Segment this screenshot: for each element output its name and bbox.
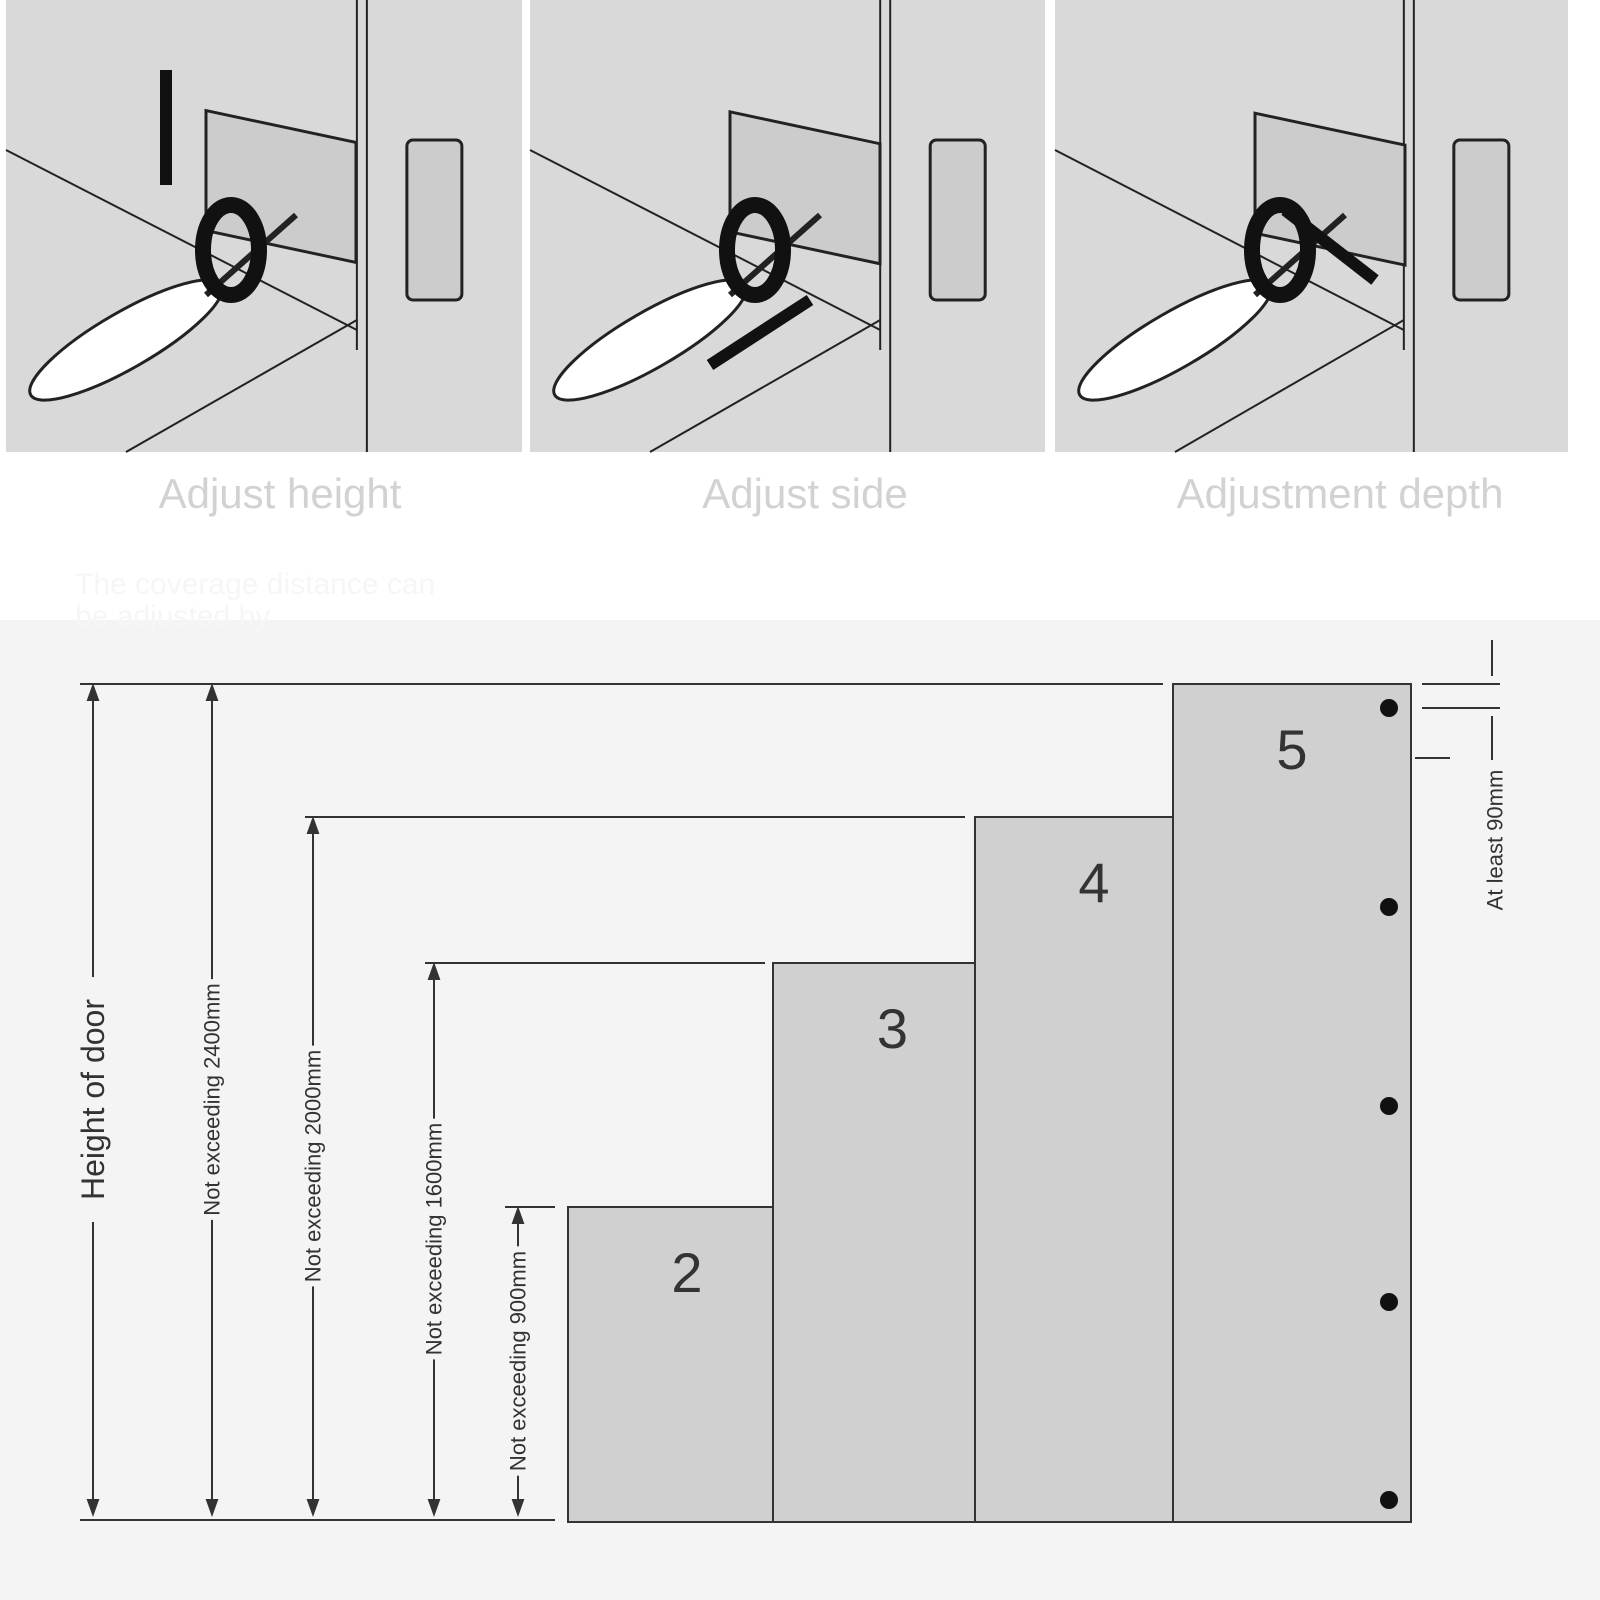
arrow-down-icon [86,1499,100,1517]
label-gap [297,1045,329,1287]
arrow-down-icon [427,1499,441,1517]
coverage-note-line2: be adjusted by [75,600,271,633]
hinge-cup-arm-icon [204,108,358,265]
height-of-door-label: Height of door [75,999,111,1200]
hinge-position-dot [1380,1293,1398,1311]
hinge-count-label: 3 [877,997,908,1060]
hinge-count-label: 2 [671,1241,702,1304]
illustration-panel [5,0,522,453]
coverage-note-line1: The coverage distance can [75,568,436,601]
illustration-panel [1054,0,1568,453]
mounting-plate-icon [928,138,987,302]
door-2-hinges: 2 [567,1206,807,1523]
arrow-up-icon [511,1206,525,1224]
floor-line [125,319,358,453]
illustration-panel [529,0,1045,453]
floor-line [649,319,881,453]
rotate-arrow-icon [719,197,791,303]
rotate-arrow-icon [1244,197,1316,303]
spacing-label: At least 90mm [1483,770,1508,911]
max-height-label: Not exceeding 2000mm [301,1050,326,1282]
hinge-cup-arm-icon [728,110,882,266]
hinge-position-dot [1380,1097,1398,1115]
hinge-position-dot [1380,898,1398,916]
max-height-label: Not exceeding 1600mm [422,1123,447,1355]
door-panel [567,1206,807,1523]
max-height-label: Not exceeding 900mm [506,1251,531,1471]
caption-adjust-depth: Adjustment depth [1176,470,1504,517]
arrow-up-icon [205,683,219,701]
door-panel [1172,683,1412,1523]
label-gap [196,979,228,1220]
rotate-arrow-icon [195,197,267,303]
hinge-count-label: 5 [1276,718,1307,781]
hinge-position-dot [1380,699,1398,717]
arrow-down-icon [306,1499,320,1517]
shelf-line [1054,149,1405,331]
arrow-down-icon [511,1499,525,1517]
adjust-direction-arrow-icon [1281,205,1379,285]
shelf-line [529,149,881,331]
label-gap [502,1246,534,1476]
door-panel [772,962,1013,1523]
arrow-up-icon [306,816,320,834]
floor-line [1174,319,1405,453]
caption-adjust-side: Adjust side [702,470,908,517]
hinge-count-label: 4 [1078,851,1109,914]
arrow-up-icon [427,962,441,980]
max-height-label: Not exceeding 2400mm [200,983,225,1215]
arrow-up-icon [86,683,100,701]
label-gap [70,977,116,1222]
label-gap [418,1118,450,1360]
caption-adjust-height: Adjust height [158,470,402,517]
door-5-hinges: 5 [1172,683,1412,1523]
mounting-plate-icon [1452,138,1511,302]
arrow-down-icon [205,1499,219,1517]
mounting-plate-icon [405,138,464,302]
shelf-line [5,149,358,331]
adjust-direction-arrow-icon [706,294,814,371]
hinge-position-dot [1380,1491,1398,1509]
